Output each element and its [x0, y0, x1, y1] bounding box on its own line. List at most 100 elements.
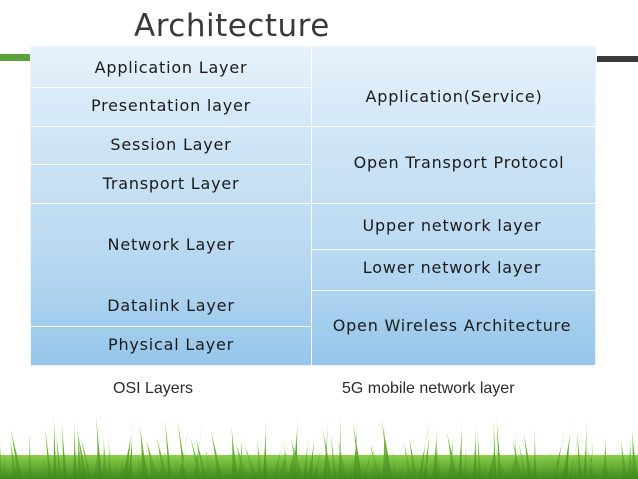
osi-row-separator [31, 164, 311, 165]
grass-blade [477, 431, 482, 479]
g5-layer-application-service: Application(Service) [365, 87, 543, 106]
accent-bar-green [0, 54, 30, 61]
grass-blade [10, 429, 23, 479]
grass-blade [302, 434, 309, 479]
grass-blade [372, 447, 378, 479]
grass-blade [446, 432, 458, 479]
grass-blade [577, 430, 583, 479]
osi-row-separator [31, 87, 311, 88]
g5-layer-upper-network: Upper network layer [362, 216, 542, 235]
osi-row-separator [31, 126, 311, 127]
grass-blade [322, 428, 332, 479]
grass-blade [586, 447, 598, 479]
grass-blade [28, 433, 32, 479]
grass-blade [178, 429, 189, 479]
grass-blade [512, 438, 523, 479]
grass-blade [551, 428, 566, 479]
grass-blade [227, 458, 236, 479]
osi-layer-network: Network Layer [107, 235, 235, 254]
caption-osi-layers: OSI Layers [113, 380, 194, 397]
grass-blade [594, 456, 603, 479]
grass-blade [272, 436, 284, 479]
grass-blade [362, 455, 373, 479]
grass-blade [392, 448, 397, 479]
grass-blade [352, 418, 358, 479]
grass-blade [543, 458, 548, 479]
grass-blade [121, 415, 135, 479]
grass-blade [145, 439, 159, 479]
grass-blade [561, 414, 573, 479]
grass-blade [481, 452, 489, 479]
grass-blade [616, 453, 622, 479]
grass-blade [537, 458, 543, 479]
grass-blade [338, 415, 342, 479]
column-divider [311, 47, 312, 365]
grass-blade [172, 452, 180, 479]
grass-blade [73, 419, 77, 479]
g5-row-separator [312, 203, 595, 204]
osi-layer-transport: Transport Layer [102, 174, 240, 193]
grass-blade [164, 418, 172, 479]
grass-blade [338, 441, 348, 479]
g5-layer-lower-network: Lower network layer [362, 258, 542, 277]
grass-blade [626, 438, 634, 479]
grass-blade [113, 448, 121, 479]
grass-blade [462, 443, 468, 479]
grass-blade [381, 418, 393, 479]
grass-blade [545, 455, 553, 479]
grass-blade [127, 425, 134, 479]
grass-blade [317, 456, 323, 479]
grass-blade [409, 436, 418, 479]
grass-blade [396, 453, 406, 479]
grass-blade [601, 435, 609, 479]
grass-blade [76, 431, 84, 479]
grass-blade [2, 448, 8, 479]
caption-5g-layers: 5G mobile network layer [342, 380, 515, 397]
grass-blade [431, 426, 439, 479]
grass-blade [193, 421, 203, 479]
grass-blade [210, 430, 223, 479]
grass-blade [402, 457, 408, 479]
grass-blade [146, 458, 153, 479]
grass-blade [472, 425, 478, 479]
grass-blade [53, 414, 57, 479]
grass-blade [436, 446, 443, 479]
grass-blade [417, 419, 430, 479]
grass-blade [382, 425, 388, 479]
g5-row-separator [312, 290, 595, 291]
grass-blade [573, 445, 578, 479]
grass-blade [179, 455, 193, 479]
grass-blade [131, 457, 138, 479]
g5-row-separator [312, 249, 595, 250]
grass-blade [137, 449, 143, 479]
grass-blade [496, 419, 502, 479]
osi-layer-application: Application Layer [94, 58, 248, 77]
grass-blade [240, 455, 252, 479]
osi-layer-datalink: Datalink Layer [107, 296, 235, 315]
grass-decoration [0, 414, 638, 479]
g5-row-separator [312, 126, 595, 127]
grass-blade [583, 416, 588, 479]
grass-blade [190, 436, 203, 479]
grass-blade [0, 436, 2, 479]
grass-blade [620, 440, 629, 479]
grass-blade [631, 428, 638, 479]
grass-blade [487, 425, 500, 479]
grass-blade [493, 420, 497, 479]
osi-layer-session: Session Layer [110, 135, 232, 154]
osi-row-separator [31, 326, 311, 327]
grass-blade [330, 435, 337, 479]
grass-blade [404, 443, 413, 479]
grass-blade [323, 414, 329, 479]
grass-blade [347, 448, 356, 479]
grass-blade [80, 438, 92, 479]
osi-row-separator [31, 203, 311, 204]
grass-blade [92, 440, 99, 479]
grass-blade [56, 434, 62, 479]
grass-blade [235, 442, 249, 479]
grass-blade [533, 429, 537, 479]
grass-blade [568, 433, 580, 479]
grass-blade [607, 452, 618, 479]
grass-blade [495, 448, 508, 479]
grass-blade [156, 437, 169, 479]
